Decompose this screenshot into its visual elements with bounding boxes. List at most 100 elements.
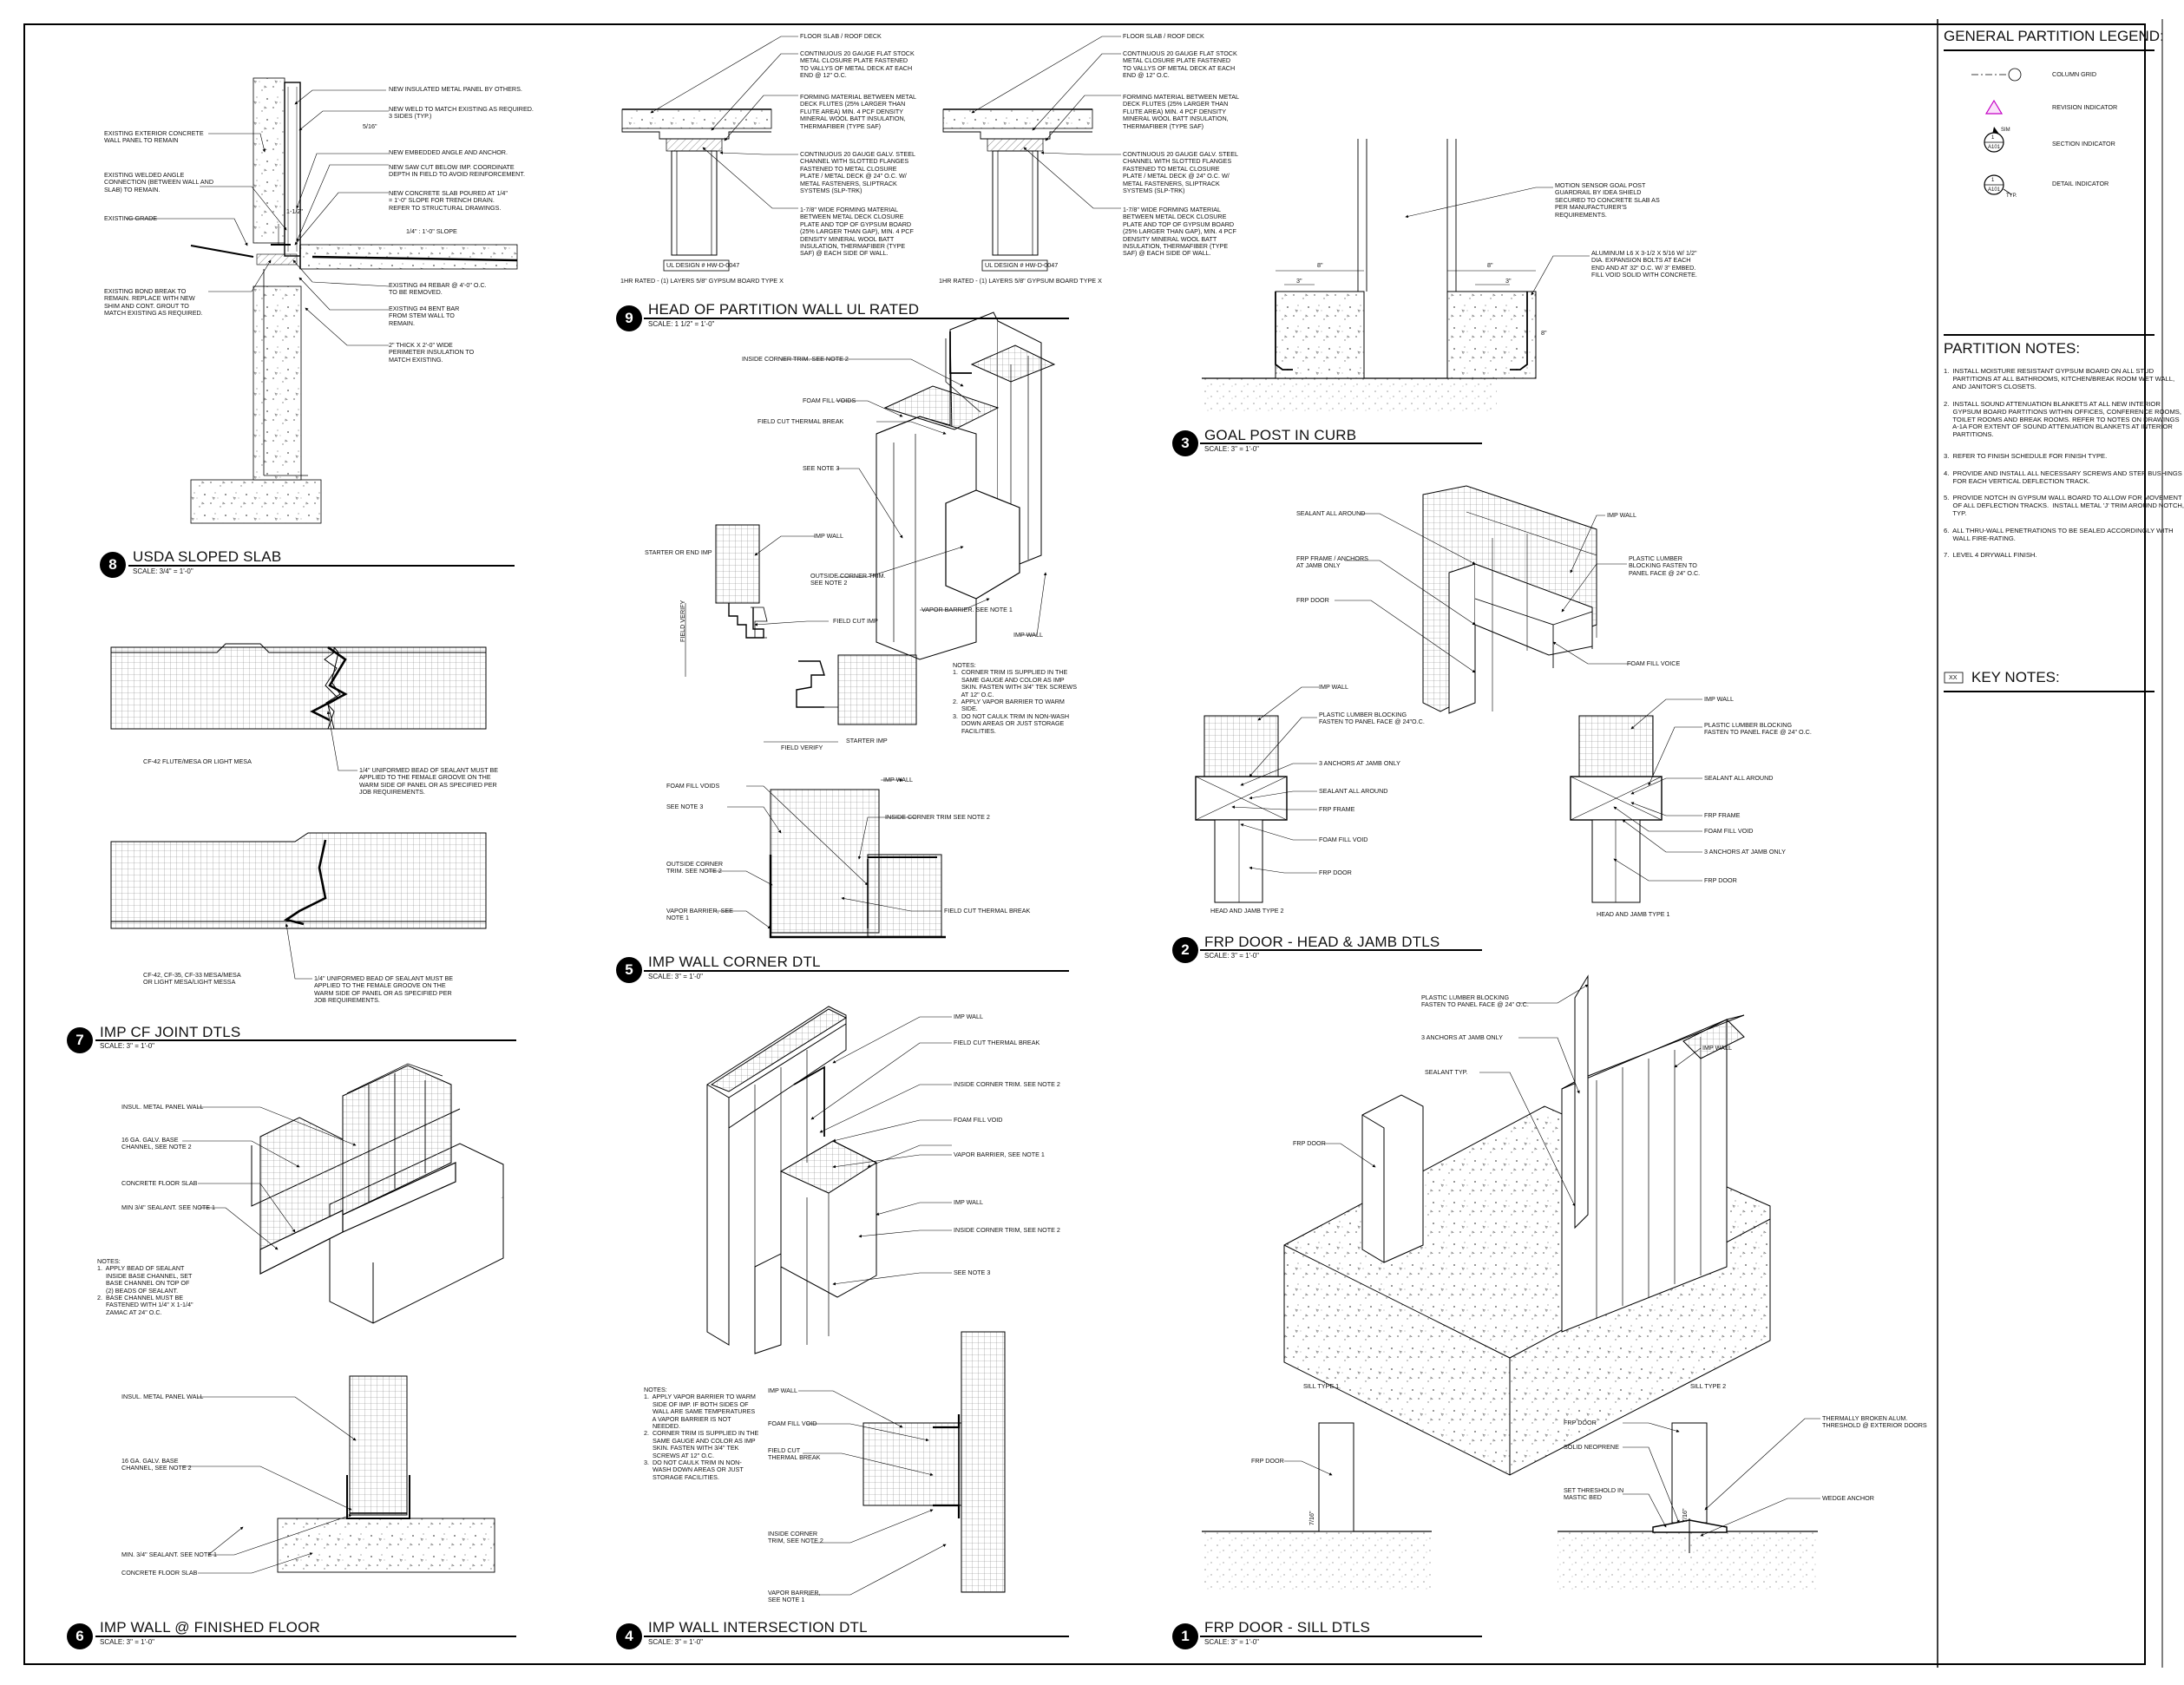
callout: 16 GA. GALV. BASE CHANNEL, SEE NOTE 2	[121, 1457, 192, 1472]
detail-scale: SCALE: 3" = 1'-0"	[648, 1638, 704, 1646]
callout: CONCRETE FLOOR SLAB	[121, 1569, 198, 1577]
callout: MOTION SENSOR GOAL POST GUARDRAIL BY IDE…	[1555, 181, 1660, 219]
callout: INSIDE CORNER TRIM SEE NOTE 2	[885, 813, 990, 821]
callout: INSIDE CORNER TRIM. SEE NOTE 2	[742, 355, 849, 363]
callout: PLASTIC LUMBER BLOCKING FASTEN TO PANEL …	[1629, 554, 1701, 577]
partition-note: 1. INSTALL MOISTURE RESISTANT GYPSUM BOA…	[1944, 367, 2175, 390]
detail-title: IMP WALL @ FINISHED FLOOR	[100, 1619, 320, 1636]
callout: 1-7/8" WIDE FORMING MATERIAL BETWEEN MET…	[800, 206, 914, 258]
detail-number: 3	[1172, 430, 1198, 456]
ul-design: UL DESIGN # HW-D-0047	[985, 261, 1059, 269]
callout: PLASTIC LUMBER BLOCKING FASTEN TO PANEL …	[1704, 721, 1812, 737]
callout: STARTER IMP	[846, 737, 888, 744]
callout: CONTINUOUS 20 GAUGE GALV. STEEL CHANNEL …	[800, 150, 916, 195]
callout: VAPOR BARRIER, SEE NOTE 1	[666, 907, 733, 922]
detail-title: FRP DOOR - SILL DTLS	[1204, 1619, 1371, 1636]
callout: WEDGE ANCHOR	[1822, 1494, 1874, 1502]
callout: IMP WALL	[1702, 1044, 1732, 1052]
callout: FRP DOOR	[1296, 596, 1329, 604]
key-notes-title: KEY NOTES:	[1971, 669, 2060, 685]
callout: MIN 3/4" SEALANT. SEE NOTE 1	[121, 1203, 216, 1211]
callout: EXISTING BOND BREAK TO REMAIN. REPLACE W…	[104, 287, 203, 318]
detail-scale: SCALE: 3" = 1'-0"	[1204, 1638, 1260, 1646]
dimension: 8"	[1541, 329, 1547, 337]
dimension: 7/16"	[1681, 1508, 1689, 1523]
detail-title: IMP WALL INTERSECTION DTL	[648, 1619, 868, 1636]
callout: EXISTING EXTERIOR CONCRETE WALL PANEL TO…	[104, 129, 204, 145]
callout: VAPOR BARRIER, SEE NOTE 1	[768, 1589, 821, 1604]
detail-scale: SCALE: 3" = 1'-0"	[1204, 445, 1260, 453]
callout: FIELD CUT THERMAL BREAK	[758, 417, 844, 425]
dimension: 8"	[1487, 261, 1493, 269]
callout: IMP WALL	[1013, 631, 1043, 639]
caption: HEAD AND JAMB TYPE 1	[1597, 910, 1670, 918]
callout: FRP DOOR	[1564, 1419, 1597, 1426]
callout: SEE NOTE 3	[954, 1269, 991, 1276]
detail-7-drawing	[110, 643, 487, 980]
partition-note: 5. PROVIDE NOTCH IN GYPSUM WALL BOARD TO…	[1944, 494, 2184, 517]
callout: CONTINUOUS 20 GAUGE GALV. STEEL CHANNEL …	[1123, 150, 1239, 195]
callout: EXISTING #4 BENT BAR FROM STEM WALL TO R…	[389, 305, 460, 327]
callout: 16 GA. GALV. BASE CHANNEL, SEE NOTE 2	[121, 1136, 192, 1151]
callout: SEALANT ALL AROUND	[1319, 787, 1388, 795]
callout: FOAM FILL VOID	[768, 1419, 817, 1427]
callout: 2" THICK X 2'-0" WIDE PERIMETER INSULATI…	[389, 341, 475, 364]
key-notes-tag: XX	[1949, 673, 1958, 681]
callout: MIN. 3/4" SEALANT. SEE NOTE 1	[121, 1551, 217, 1558]
detail-number: 2	[1172, 937, 1198, 963]
callout: INSIDE CORNER TRIM, SEE NOTE 2	[954, 1226, 1060, 1234]
callout: SEE NOTE 3	[666, 803, 704, 810]
callout: IMP WALL	[954, 1013, 983, 1020]
callout: FLOOR SLAB / ROOF DECK	[1123, 32, 1204, 40]
callout: FIELD CUT THERMAL BREAK	[944, 907, 1031, 915]
dimension: 7/16"	[1308, 1511, 1315, 1525]
callout: CONCRETE FLOOR SLAB	[121, 1179, 198, 1187]
dimension: FIELD VERIFY	[679, 600, 686, 642]
callout: FOAM FILL VOID	[1319, 836, 1368, 843]
detail-number: 6	[67, 1623, 93, 1649]
legend-revision-indicator: REVISION INDICATOR	[2052, 103, 2118, 111]
callout: FOAM FILL VOIDS	[666, 782, 720, 790]
callout: FRP DOOR	[1704, 876, 1737, 884]
section-indicator-top: 1	[1991, 135, 1995, 141]
caption: SILL TYPE 1	[1303, 1382, 1340, 1390]
callout: IMP WALL	[1704, 695, 1734, 703]
detail-3-drawing	[1202, 139, 1590, 413]
detail-2-drawing	[1195, 485, 1702, 903]
callout: STARTER OR END IMP	[645, 548, 712, 556]
detail-6-drawing	[182, 1063, 504, 1574]
callout: 1/4" UNIFORMED BEAD OF SEALANT MUST BE A…	[359, 766, 499, 797]
callout: EXISTING GRADE	[104, 214, 158, 222]
callout: FOAM FILL VOIDS	[803, 397, 856, 404]
detail-title: IMP CF JOINT DTLS	[100, 1024, 241, 1040]
detail-9-drawing	[621, 36, 1121, 272]
callout: OUTSIDE CORNER TRIM. SEE NOTE 2	[810, 572, 886, 587]
detail-indicator-side: TYP.	[2006, 193, 2017, 199]
callout: FOAM FILL VOICE	[1627, 659, 1681, 667]
detail-title: GOAL POST IN CURB	[1204, 427, 1357, 443]
dimension: 3"	[1505, 277, 1512, 285]
detail-scale: SCALE: 3" = 1'-0"	[648, 973, 704, 980]
detail-4-drawing	[706, 1006, 1006, 1596]
callout: EXISTING WELDED ANGLE CONNECTION (BETWEE…	[104, 171, 214, 193]
callout: 1-7/8" WIDE FORMING MATERIAL BETWEEN MET…	[1123, 206, 1236, 258]
callout: FRP DOOR	[1319, 869, 1352, 876]
section-indicator-bottom: A101	[1988, 145, 2001, 150]
callout: SEALANT ALL AROUND	[1704, 774, 1774, 782]
callout: 3 ANCHORS AT JAMB ONLY	[1319, 759, 1400, 767]
detail-scale: SCALE: 3" = 1'-0"	[100, 1638, 155, 1646]
callout: SEALANT TYP.	[1425, 1068, 1468, 1076]
callout: FOAM FILL VOID	[1704, 827, 1754, 835]
detail-title: HEAD OF PARTITION WALL UL RATED	[648, 301, 920, 318]
caption: SILL TYPE 2	[1690, 1382, 1727, 1390]
dimension: 5/16"	[363, 122, 377, 130]
rating: 1HR RATED - (1) LAYERS 5/8" GYPSUM BOARD…	[939, 277, 1102, 285]
detail-1-drawing	[1202, 974, 1820, 1592]
callout: NEW INSULATED METAL PANEL BY OTHERS.	[389, 85, 522, 93]
callout: CONTINUOUS 20 GAUGE FLAT STOCK METAL CLO…	[1123, 49, 1237, 80]
detail-number: 8	[100, 552, 126, 578]
detail-title: IMP WALL CORNER DTL	[648, 954, 821, 970]
detail-number: 4	[616, 1623, 642, 1649]
